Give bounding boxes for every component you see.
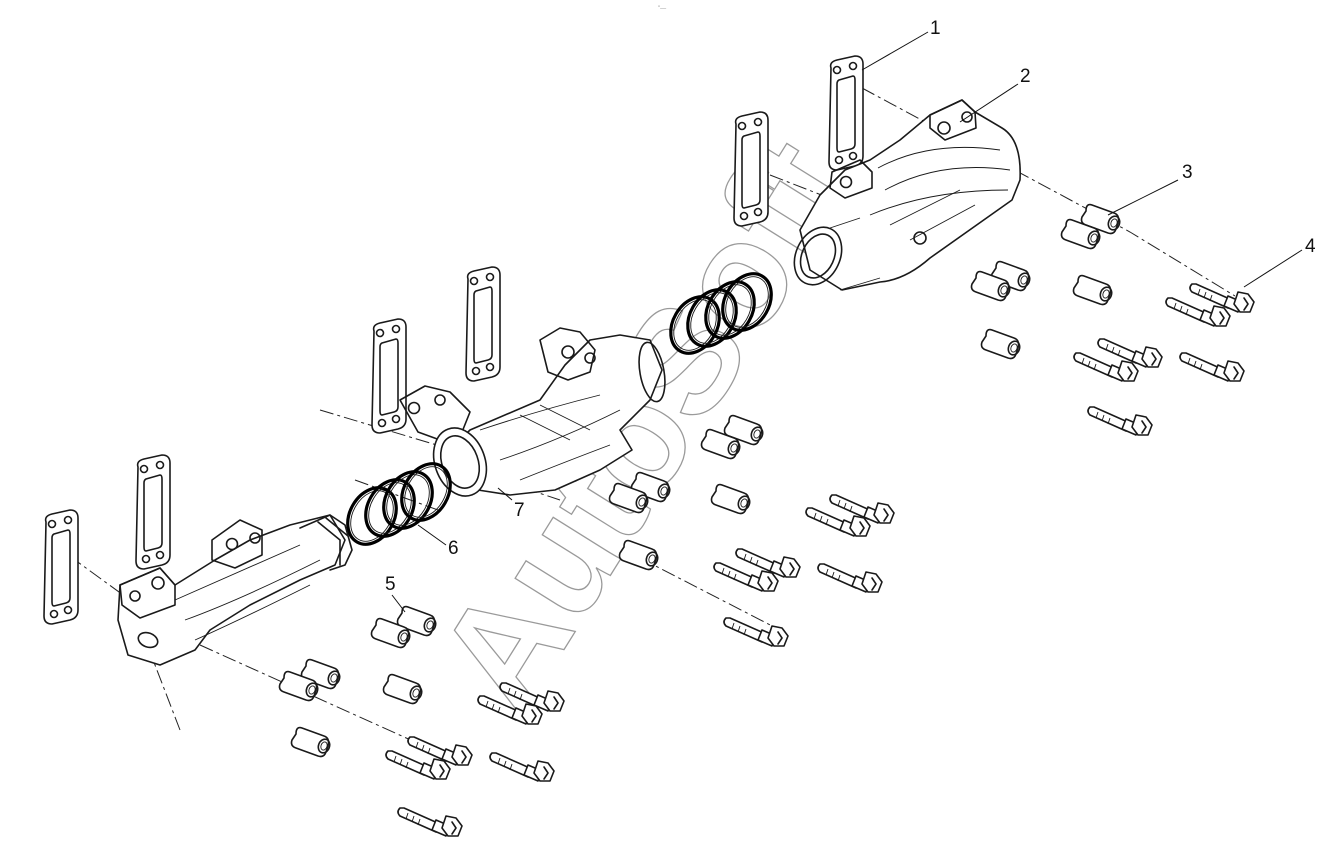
callout-1: 1: [861, 18, 941, 71]
callout-label-2: 2: [1020, 66, 1031, 87]
sleeve-17: [382, 673, 425, 705]
callout-label-3: 3: [1182, 162, 1193, 183]
o-ring-l3: [372, 461, 444, 539]
sleeve-6: [980, 328, 1023, 360]
callout-7: 7: [497, 487, 525, 521]
gasket-2: [733, 111, 769, 227]
bolt-17: [489, 752, 555, 782]
callout-label-5: 5: [385, 574, 396, 595]
bolt-12: [723, 617, 789, 647]
gasket-5: [135, 454, 171, 570]
rear-manifold-section: [793, 99, 1021, 291]
bolt-6: [1087, 406, 1153, 436]
watermark: AutoSoft: [404, 110, 883, 737]
sleeve-5: [1072, 274, 1115, 306]
o-ring-l2: [354, 469, 426, 547]
callout-4: 4: [1243, 236, 1316, 288]
callout-2: 2: [959, 66, 1031, 123]
gasket-3: [465, 266, 501, 382]
watermark-text: AutoSoft: [405, 111, 883, 737]
gasket-4: [371, 318, 407, 434]
callout-label-6: 6: [448, 538, 459, 559]
callout-6: 6: [417, 524, 459, 559]
o-rings-lower: [336, 453, 462, 555]
bolt-18: [397, 807, 463, 837]
callout-label-7: 7: [514, 500, 525, 521]
callout-5: 5: [385, 574, 406, 613]
bolt-11: [817, 563, 883, 593]
callout-label-4: 4: [1305, 236, 1316, 257]
o-ring-l1: [336, 477, 408, 555]
front-manifold-section: [117, 514, 353, 666]
sleeve-11: [710, 483, 753, 515]
top-mark: "—: [658, 6, 666, 12]
callout-3: 3: [1107, 162, 1193, 216]
gasket-6: [43, 509, 79, 625]
sleeve-18: [290, 726, 333, 758]
bolt-5: [1179, 352, 1245, 382]
callout-label-1: 1: [930, 18, 941, 39]
callouts: 1 2 3 4 5 6 7: [385, 18, 1316, 613]
gasket-1: [828, 55, 864, 171]
